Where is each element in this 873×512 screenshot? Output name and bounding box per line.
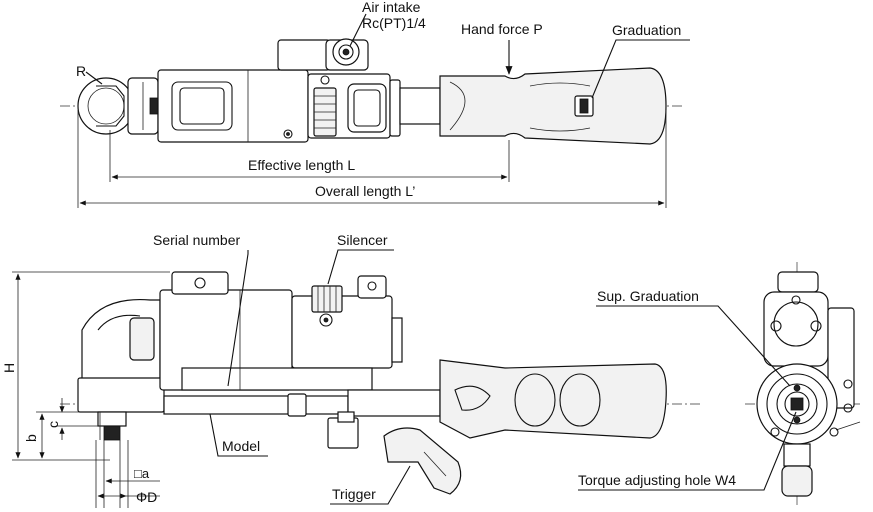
graduation-leader bbox=[591, 39, 690, 99]
top-handle-grip bbox=[439, 67, 667, 145]
top-air-intake bbox=[277, 38, 369, 71]
top-shaft bbox=[399, 87, 441, 125]
side-handle-grip bbox=[439, 359, 667, 439]
sup-graduation-leader bbox=[596, 305, 791, 387]
serial-number-leader bbox=[227, 250, 249, 387]
top-head bbox=[77, 77, 159, 135]
torque-hole-leader bbox=[578, 411, 797, 491]
side-head bbox=[77, 298, 165, 441]
side-trigger bbox=[327, 411, 462, 495]
dim-a-label: □a bbox=[134, 466, 150, 481]
silencer-label: Silencer bbox=[337, 232, 388, 248]
overall-length-label: Overall length L’ bbox=[315, 183, 415, 199]
torque-hole-label: Torque adjusting hole W4 bbox=[578, 472, 736, 488]
sup-graduation-label: Sup. Graduation bbox=[597, 288, 699, 304]
top-view: Hand force P Air intake Rc(PT)1/4 Gradua… bbox=[60, 0, 690, 208]
model-leader bbox=[209, 413, 268, 457]
dim-d-label: ΦD bbox=[136, 489, 157, 505]
trigger-label: Trigger bbox=[332, 486, 376, 502]
silencer-leader bbox=[327, 249, 394, 285]
radius-leader bbox=[85, 71, 103, 85]
serial-number-label: Serial number bbox=[153, 232, 240, 248]
air-intake-thread-label: Rc(PT)1/4 bbox=[362, 15, 426, 31]
side-shaft bbox=[163, 395, 349, 415]
side-silencer bbox=[311, 285, 343, 327]
effective-length-label: Effective length L bbox=[248, 157, 355, 173]
radius-label: R bbox=[76, 63, 86, 79]
trigger-leader bbox=[330, 465, 411, 505]
side-view: Serial number Silencer Model Trigger H b… bbox=[1, 232, 700, 508]
hand-force-label: Hand force P bbox=[461, 21, 543, 37]
dim-b-label: b bbox=[23, 434, 39, 442]
end-view: Sup. Graduation Torque adjusting hole W4 bbox=[578, 262, 861, 505]
dim-c-label: c bbox=[45, 421, 61, 428]
model-label: Model bbox=[222, 438, 260, 454]
side-body bbox=[159, 271, 403, 391]
air-intake-leader bbox=[349, 13, 367, 47]
top-body bbox=[157, 69, 309, 143]
graduation-label: Graduation bbox=[612, 22, 681, 38]
top-silencer-body bbox=[307, 73, 401, 139]
dim-h-label: H bbox=[1, 363, 17, 373]
air-intake-label: Air intake bbox=[362, 0, 421, 15]
